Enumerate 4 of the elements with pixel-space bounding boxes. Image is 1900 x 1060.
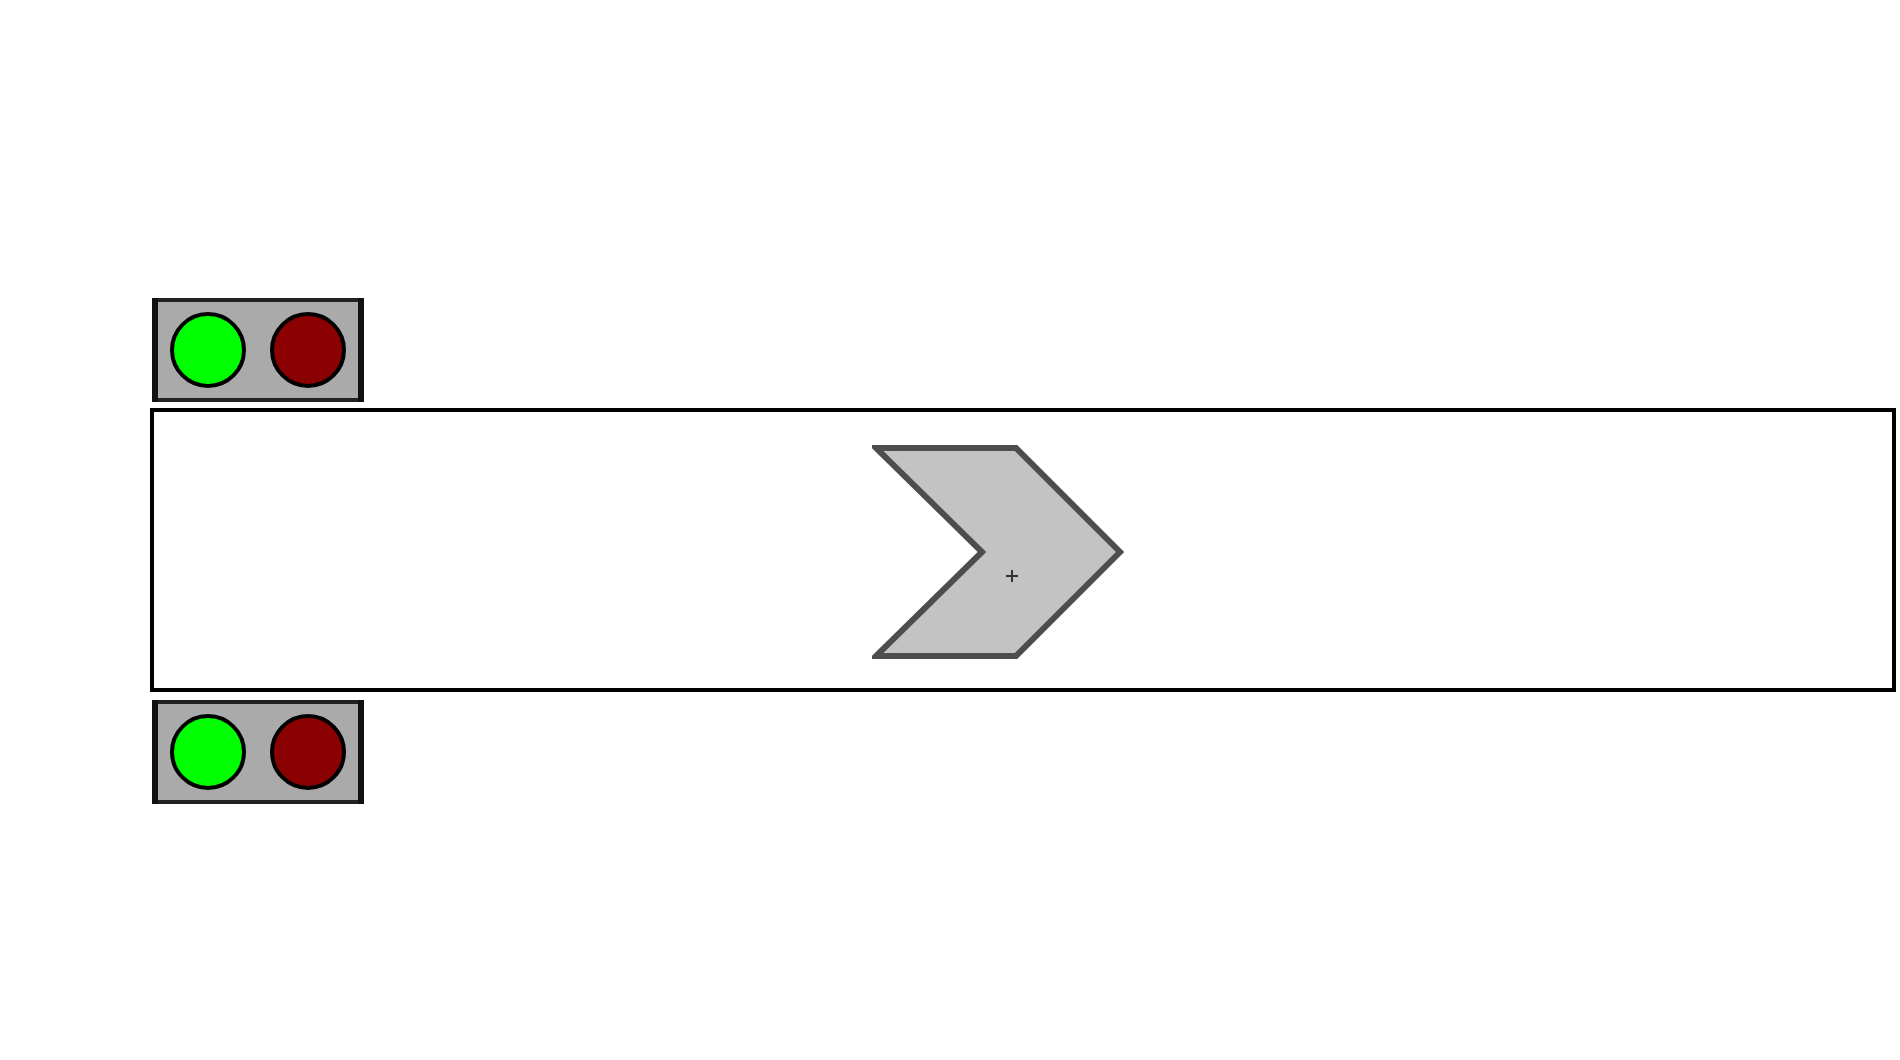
chevron-arrow [872, 444, 1124, 660]
traffic-light-drawing [152, 700, 364, 804]
conveyor-box [150, 408, 1896, 692]
traffic-light-drawing [152, 298, 364, 402]
